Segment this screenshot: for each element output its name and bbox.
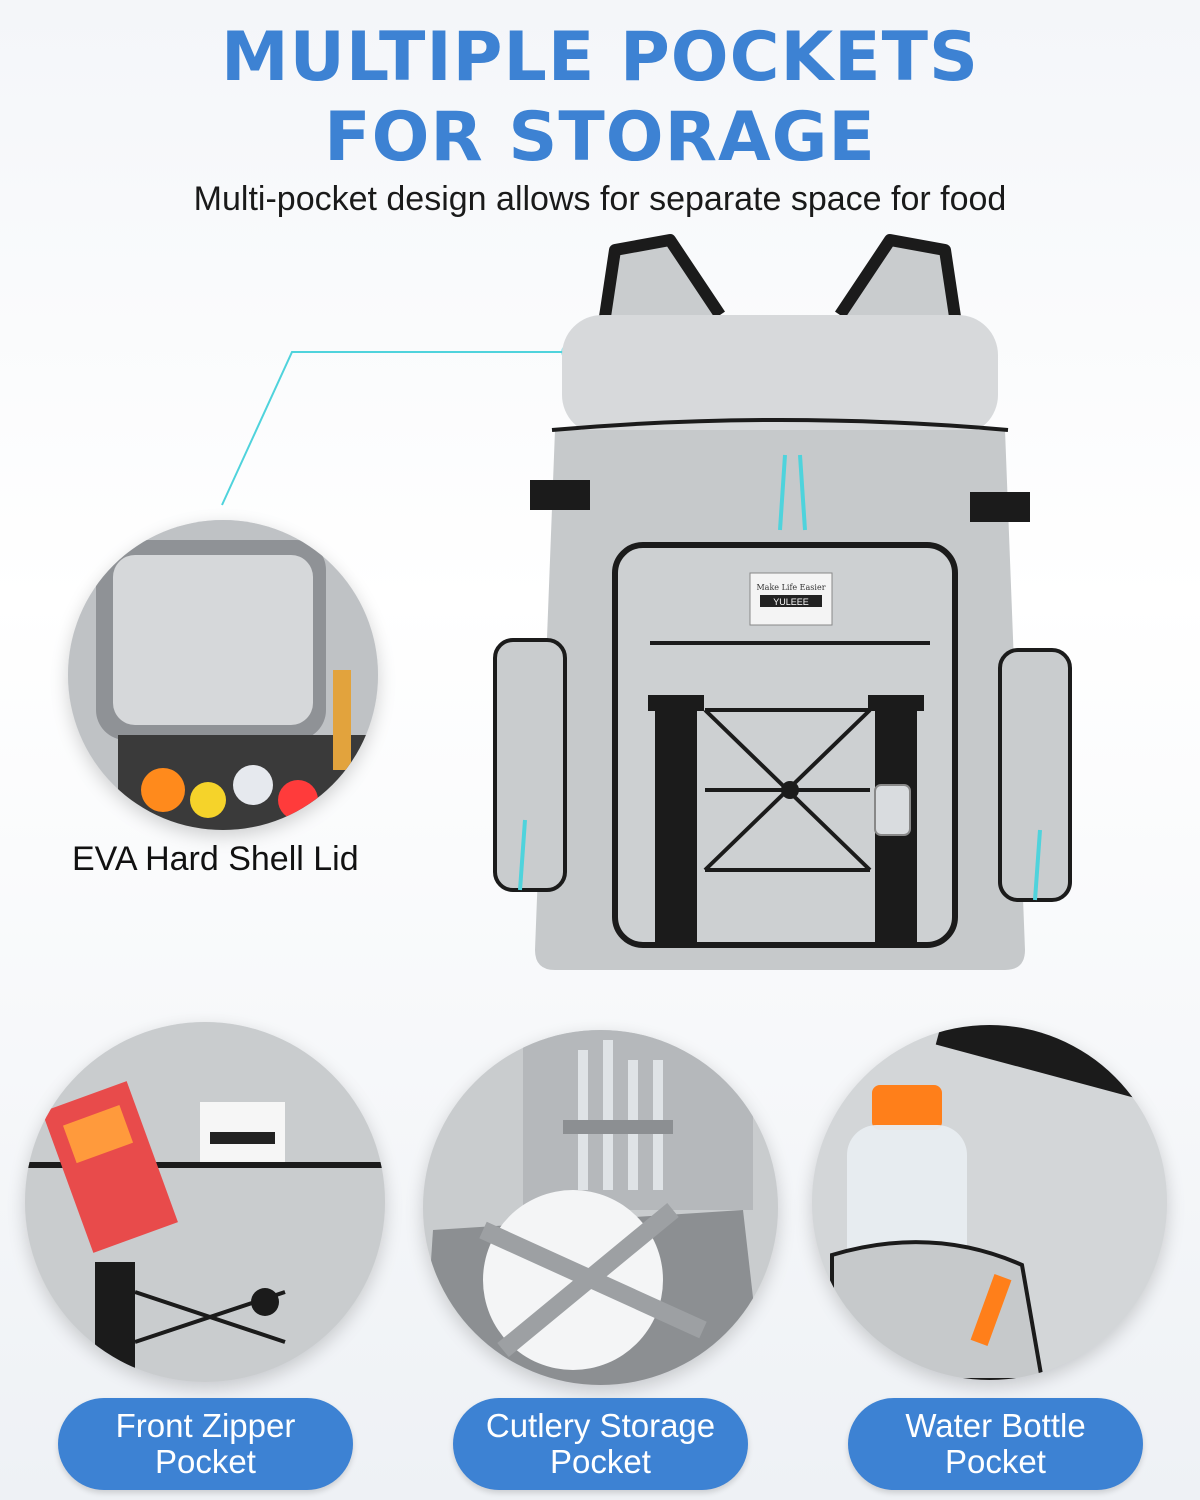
title-line-2: FOR STORAGE — [324, 98, 876, 177]
brand-text: YULEEE — [773, 597, 809, 607]
front-pocket-image — [25, 1022, 385, 1382]
feature-pill-front-zipper: Front Zipper Pocket — [58, 1398, 353, 1490]
brand-small-text: Make Life Easier — [756, 583, 825, 592]
feature-pill-water-bottle: Water Bottle Pocket — [848, 1398, 1143, 1490]
feature-label-line1: Cutlery Storage — [485, 1407, 716, 1444]
lid-interior-image — [68, 520, 378, 830]
title-line-1: MULTIPLE POCKETS — [221, 18, 979, 97]
feature-label-line2: Pocket — [155, 1443, 256, 1480]
bottle-pocket-image — [812, 1025, 1167, 1380]
page-title: MULTIPLE POCKETS FOR STORAGE — [0, 18, 1200, 178]
feature-label-line2: Pocket — [945, 1443, 1046, 1480]
feature-pill-cutlery: Cutlery Storage Pocket — [453, 1398, 748, 1490]
backpack-image: Make Life Easier YULEEE — [480, 230, 1080, 990]
feature-label-line2: Pocket — [550, 1443, 651, 1480]
subtitle: Multi-pocket design allows for separate … — [193, 180, 1007, 218]
feature-label-line1: Front Zipper — [115, 1407, 296, 1444]
cutlery-pocket-image — [423, 1030, 778, 1385]
lid-label: EVA Hard Shell Lid — [72, 840, 359, 878]
feature-label-line1: Water Bottle — [905, 1407, 1086, 1444]
